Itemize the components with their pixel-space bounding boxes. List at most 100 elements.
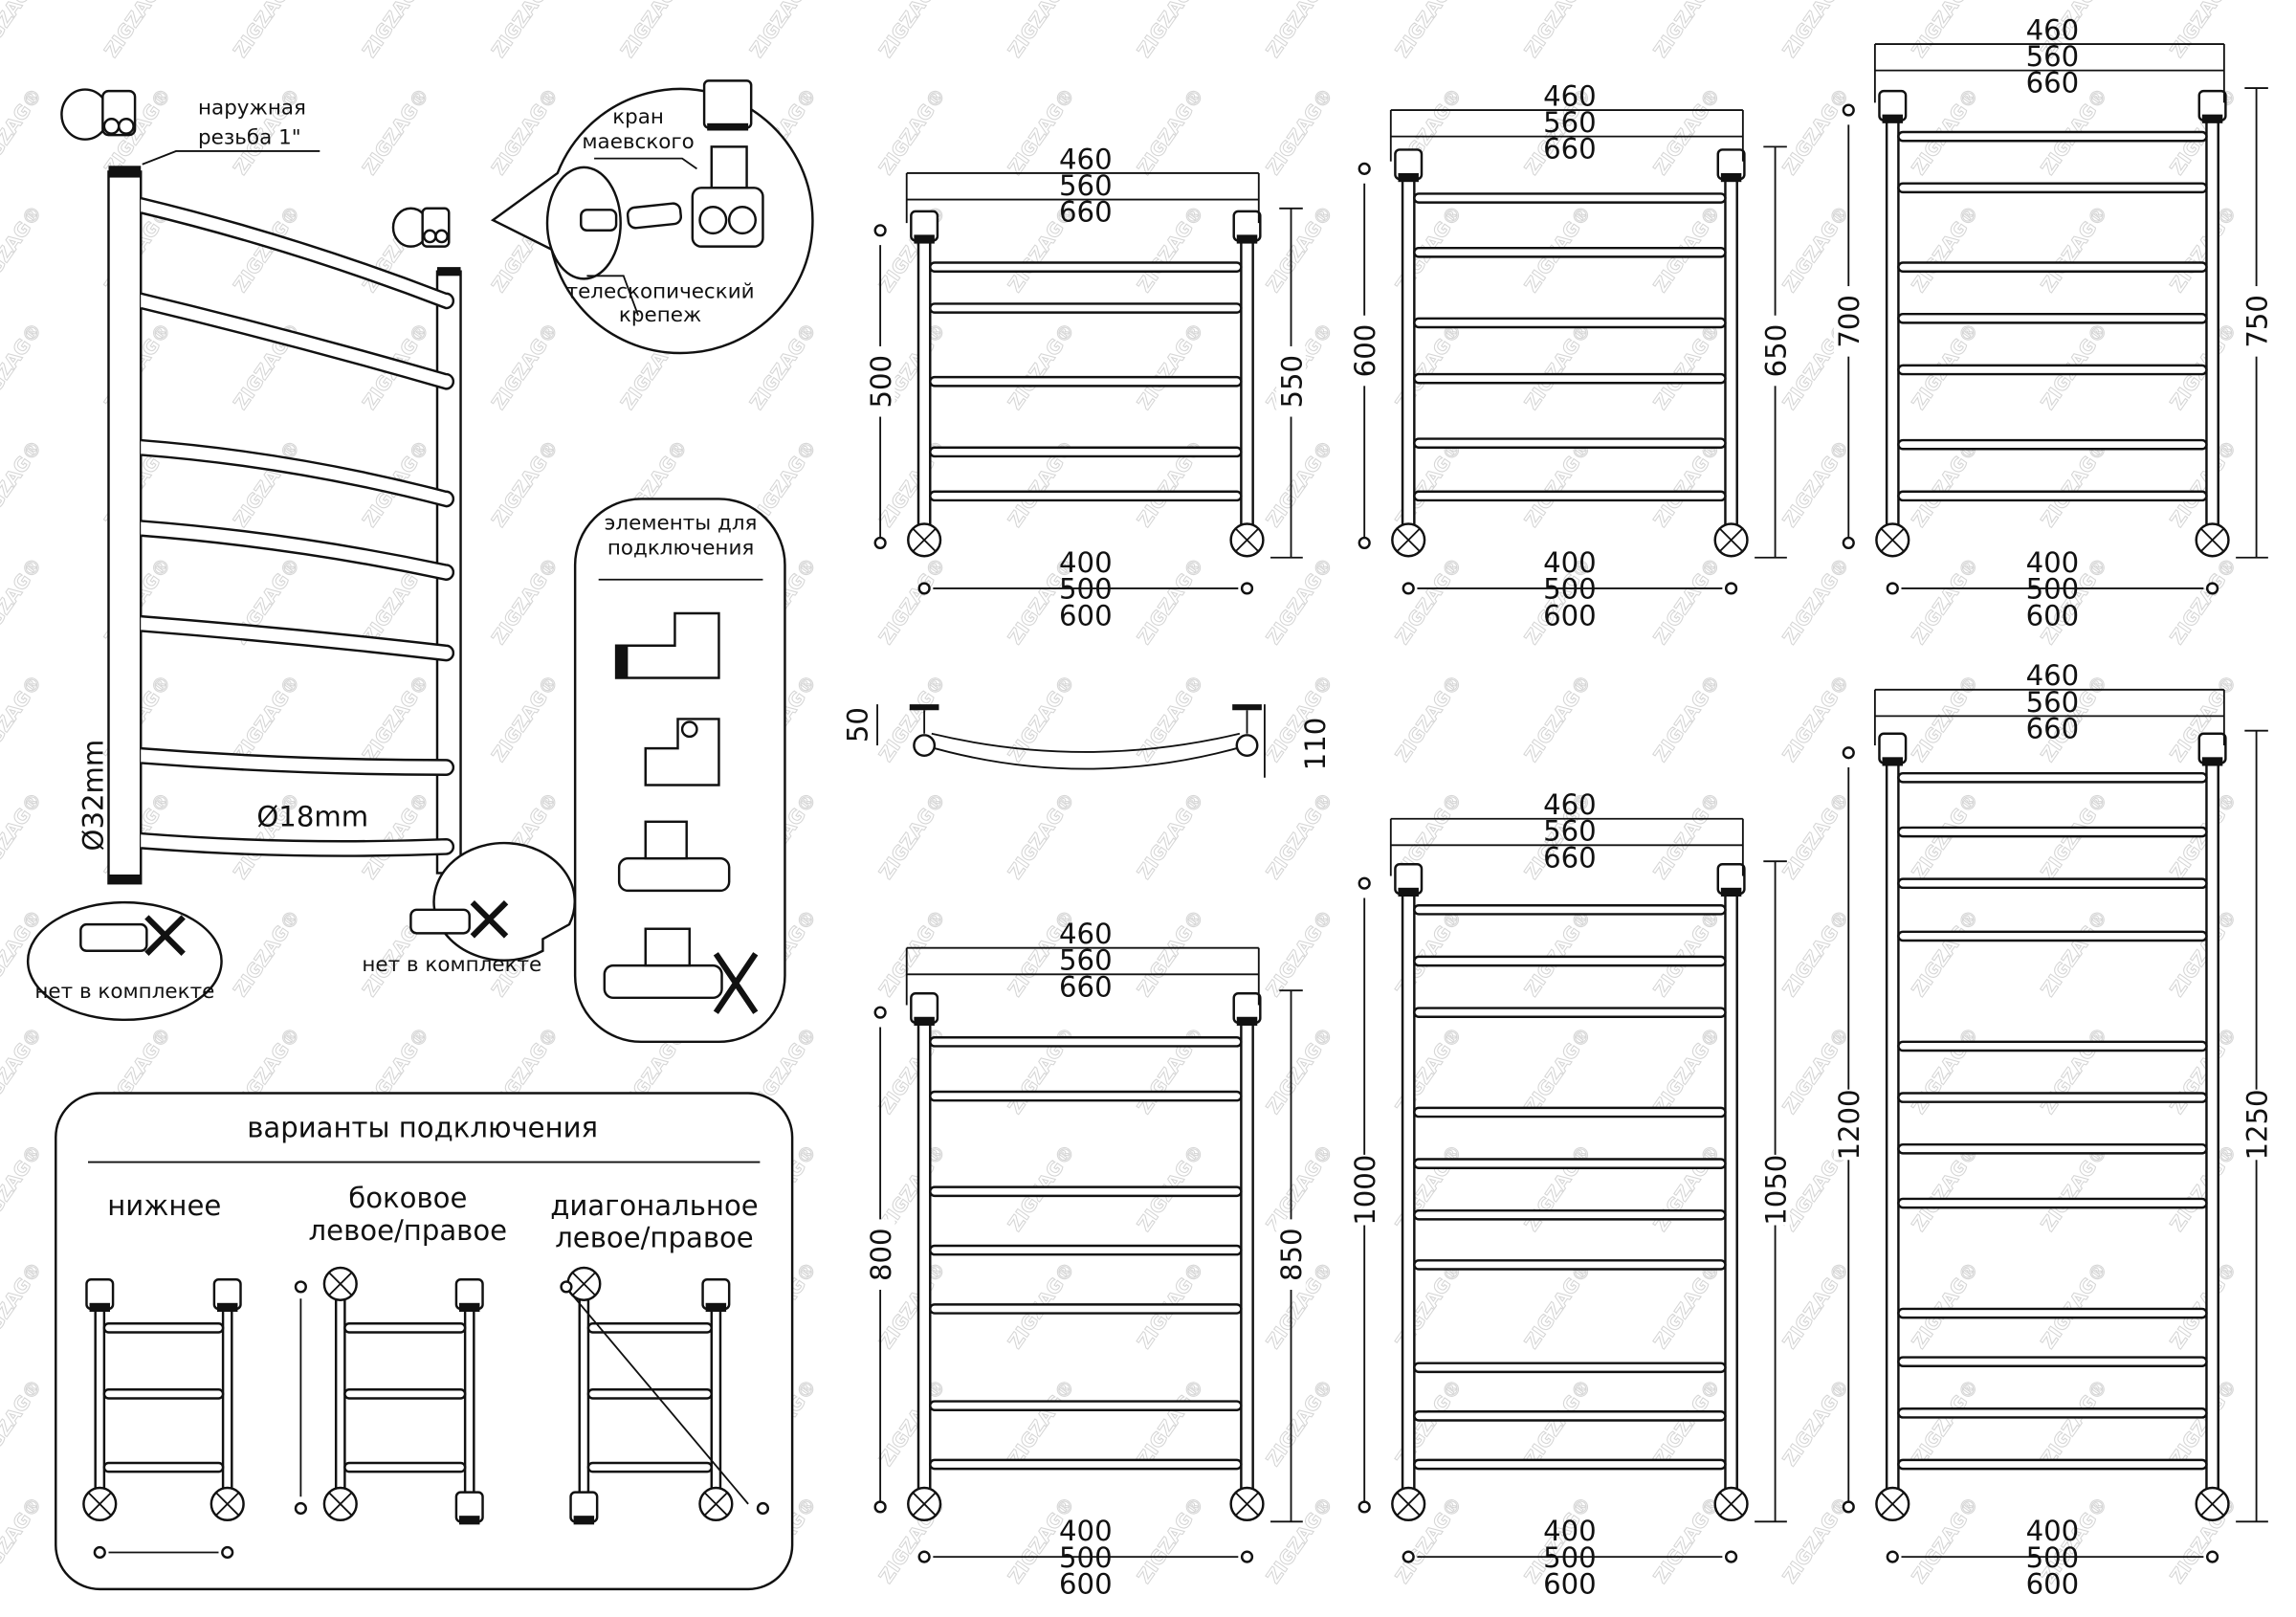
rail-bar (1413, 246, 1727, 258)
width-bottom-label: 600 (2026, 599, 2080, 631)
watermark: ZIGZAG® (1520, 1376, 1596, 1471)
watermark: ZIGZAG® (1908, 1141, 1983, 1235)
watermark: ZIGZAG® (100, 0, 176, 61)
variant-diagonal-label-2: левое/правое (555, 1222, 754, 1254)
rail-bar (1413, 1208, 1727, 1221)
width-top-label: 560 (1543, 106, 1597, 139)
rail-bar (1413, 1458, 1727, 1471)
watermark: ZIGZAG® (2166, 1258, 2241, 1353)
watermark: ZIGZAG® (1133, 788, 1208, 883)
width-top-label: 660 (2026, 712, 2080, 744)
left-post (916, 1018, 932, 1494)
angle-valve-icon (617, 820, 731, 893)
right-post (1724, 889, 1738, 1494)
rail-bar (1413, 1106, 1727, 1119)
width-top-label: 460 (1059, 918, 1113, 950)
watermark: ZIGZAG® (1649, 1024, 1725, 1119)
right-post (1240, 1018, 1254, 1494)
watermark: ZIGZAG® (1520, 1141, 1596, 1235)
total-height-label: 1050 (1759, 1155, 1792, 1226)
rail-bar (1897, 930, 2208, 942)
watermark: ZIGZAG® (1133, 0, 1208, 61)
bottom-valve-icon (907, 1486, 942, 1521)
mayevsky-leader (594, 157, 697, 170)
width-top-label: 560 (1543, 815, 1597, 848)
watermark: ZIGZAG® (0, 202, 47, 297)
width-top-label: 660 (1543, 841, 1597, 874)
rail-bar (1897, 1307, 2208, 1319)
rail-bar (1897, 771, 2208, 784)
watermark: ZIGZAG® (1649, 436, 1725, 531)
watermark: ZIGZAG® (1133, 84, 1208, 179)
watermark: ZIGZAG® (1133, 906, 1208, 1001)
rail-bar (1897, 490, 2208, 502)
rail-bar (929, 490, 1243, 502)
watermark: ZIGZAG® (1649, 906, 1725, 1001)
watermark: ZIGZAG® (1262, 1376, 1337, 1471)
watermark: ZIGZAG® (0, 1258, 47, 1353)
axis-height-label: 700 (1833, 295, 1866, 348)
watermark: ZIGZAG® (1133, 1376, 1208, 1471)
axis-height-label: 500 (865, 355, 897, 409)
watermark: ZIGZAG® (1262, 1493, 1337, 1587)
watermark: ZIGZAG® (1778, 84, 1854, 179)
watermark: ZIGZAG® (1908, 1376, 1983, 1471)
thread-leader (142, 150, 320, 166)
watermark: ZIGZAG® (1520, 672, 1596, 766)
bottom-valve-icon (322, 1486, 358, 1521)
watermark: ZIGZAG® (2166, 554, 2241, 649)
variant-side-label-2: левое/правое (309, 1214, 508, 1247)
rail-bar (1897, 364, 2208, 376)
width-bottom-label: 400 (1543, 546, 1597, 579)
curved-bars (140, 196, 455, 857)
width-bottom-label: 600 (1543, 1567, 1597, 1600)
watermark: ZIGZAG® (1649, 1141, 1725, 1235)
curved-bar (141, 438, 455, 508)
watermark: ZIGZAG® (1520, 906, 1596, 1001)
width-bottom-label: 600 (2026, 1567, 2080, 1600)
total-height-label: 750 (2241, 295, 2273, 348)
watermark: ZIGZAG® (875, 1376, 951, 1471)
mayevsky-label-1: кран (612, 105, 664, 129)
shutoff-valve-icon (79, 915, 186, 956)
variant-diagram-diagonal (560, 1266, 770, 1525)
bottom-valve-icon (1713, 1486, 1749, 1521)
rail-bar (929, 375, 1243, 388)
width-bottom-label: 600 (1543, 599, 1597, 631)
watermark: ZIGZAG® (1908, 1024, 1983, 1119)
post-diameter-label: Ø32mm (77, 740, 109, 852)
variants-title: варианты подключения (247, 1112, 598, 1144)
total-height-label: 550 (1275, 355, 1308, 409)
watermark: ZIGZAG® (1649, 320, 1725, 414)
watermark: ZIGZAG® (1262, 554, 1337, 649)
watermark: ZIGZAG® (0, 672, 47, 766)
left-post (1885, 759, 1900, 1494)
watermark: ZIGZAG® (230, 672, 305, 766)
connection-elements-panel: элементы для подключения (573, 498, 786, 1044)
rail-bar (1413, 1410, 1727, 1422)
rail-bar (1897, 130, 2208, 143)
bottom-valve-icon (1391, 1486, 1426, 1521)
bottom-valve-icon (907, 522, 942, 558)
watermark: ZIGZAG® (0, 1024, 47, 1119)
variant-diagram-bottom (82, 1278, 245, 1560)
watermark: ZIGZAG® (1908, 436, 1983, 531)
width-top-label: 560 (1059, 169, 1113, 202)
left-post (1401, 174, 1416, 530)
watermark: ZIGZAG® (1391, 554, 1467, 649)
watermark: ZIGZAG® (230, 906, 305, 1001)
rail-bar (1897, 1142, 2208, 1155)
watermark: ZIGZAG® (1520, 320, 1596, 414)
watermark: ZIGZAG® (1649, 1493, 1725, 1587)
watermark: ZIGZAG® (1262, 1024, 1337, 1119)
left-post (107, 170, 143, 885)
total-height-label: 850 (1275, 1228, 1308, 1281)
width-bottom-label: 400 (1059, 546, 1113, 579)
rail-bar (1897, 1407, 2208, 1419)
watermark: ZIGZAG® (1004, 320, 1080, 414)
watermark: ZIGZAG® (1649, 672, 1725, 766)
